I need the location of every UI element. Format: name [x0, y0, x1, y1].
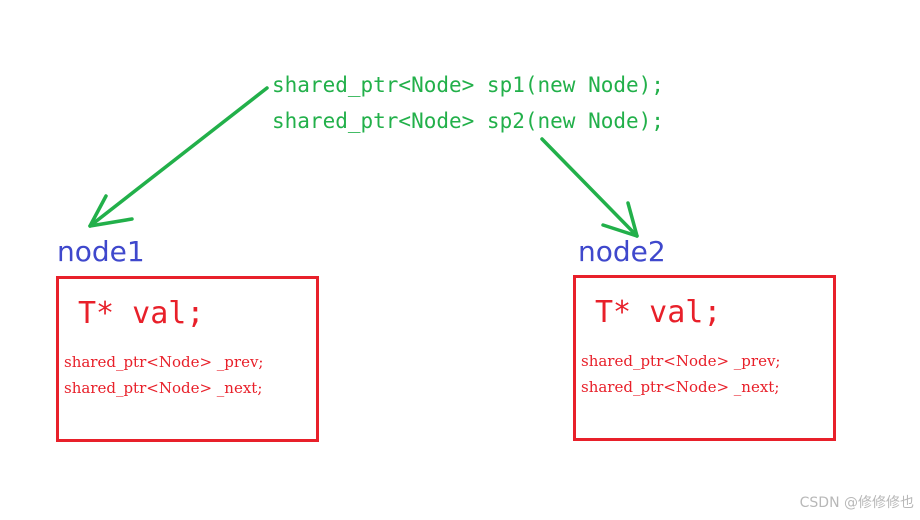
node1-next-field: shared_ptr<Node> _next;: [64, 379, 263, 397]
node2-next-field: shared_ptr<Node> _next;: [581, 378, 780, 396]
node1-label: node1: [57, 235, 145, 268]
node1-prev-field: shared_ptr<Node> _prev;: [64, 353, 264, 371]
node1-val-field: T* val;: [78, 296, 205, 331]
watermark: CSDN @修修修也: [799, 495, 914, 511]
node1-box: T* val; shared_ptr<Node> _prev; shared_p…: [56, 276, 319, 442]
code-line-sp2: shared_ptr<Node> sp2(new Node);: [272, 109, 664, 133]
node2-prev-field: shared_ptr<Node> _prev;: [581, 352, 781, 370]
arrow-sp2-head: [601, 201, 639, 238]
arrow-sp1-shaft: [88, 86, 269, 228]
node2-label: node2: [578, 235, 666, 268]
node2-val-field: T* val;: [595, 295, 722, 330]
arrow-sp1-to-node1: [88, 86, 269, 228]
arrow-sp2-to-node2: [540, 137, 639, 238]
arrow-sp2-shaft: [540, 137, 639, 238]
arrow-sp1-head: [88, 194, 134, 228]
code-line-sp1: shared_ptr<Node> sp1(new Node);: [272, 73, 664, 97]
node2-box: T* val; shared_ptr<Node> _prev; shared_p…: [573, 275, 836, 441]
